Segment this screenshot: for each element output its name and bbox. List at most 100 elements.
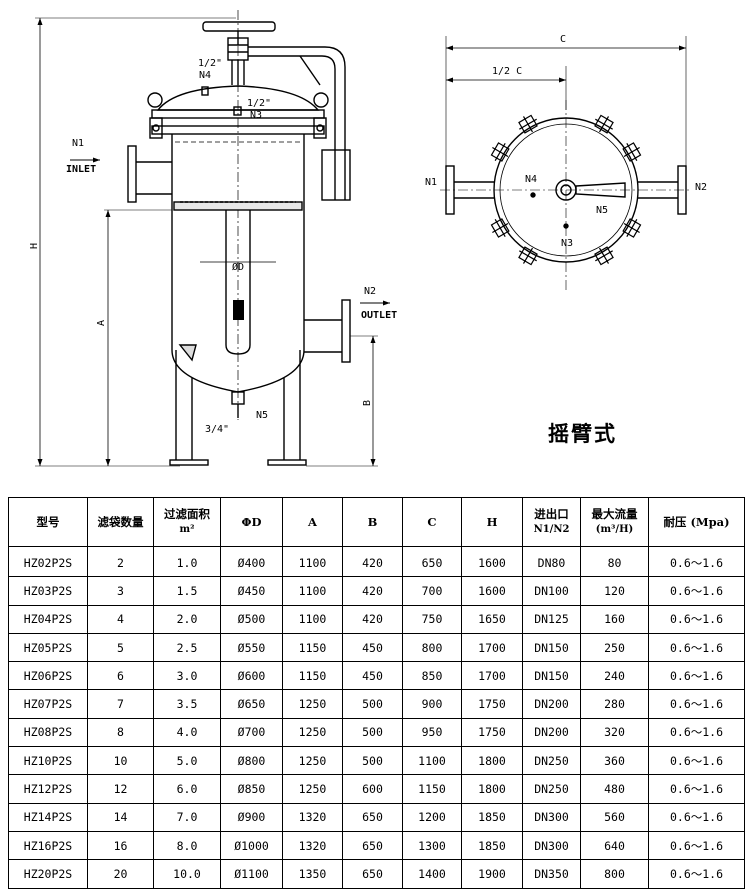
table-cell: 1600 — [461, 576, 523, 606]
table-cell: 420 — [342, 604, 403, 634]
table-cell: 1700 — [461, 661, 523, 691]
label-inlet: INLET — [66, 164, 96, 175]
table-cell: 7.0 — [153, 802, 221, 832]
table-header-cell: A — [282, 497, 343, 547]
table-cell: Ø400 — [220, 545, 283, 578]
table-cell: 0.6～1.6 — [648, 661, 745, 691]
table-cell: 1700 — [461, 632, 523, 663]
table-cell: 500 — [342, 689, 403, 719]
table-cell: 0.6～1.6 — [648, 774, 745, 804]
table-cell: 1750 — [461, 689, 523, 719]
clamp-bolt-icon — [490, 218, 510, 238]
table-cell: Ø450 — [220, 576, 283, 606]
table-header-cell: C — [402, 497, 462, 547]
table-cell: 10 — [87, 746, 154, 776]
technical-drawing: N1 INLET N2 OUTLET 1/2" N4 1/2" N3 ØD N5… — [29, 10, 707, 467]
table-cell: 1850 — [461, 830, 523, 861]
table-cell: 120 — [580, 576, 649, 606]
table-cell: 1800 — [461, 774, 523, 804]
table-cell: 1300 — [402, 830, 462, 861]
table-cell: HZ12P2S — [8, 774, 88, 804]
lid-clamps — [490, 114, 642, 266]
table-cell: DN250 — [522, 746, 581, 776]
table-cell: DN100 — [522, 576, 581, 606]
table-cell: 1.5 — [153, 576, 221, 606]
table-cell: 0.6～1.6 — [648, 802, 745, 832]
table-cell: 6.0 — [153, 774, 221, 804]
table-cell: 950 — [402, 717, 462, 748]
table-cell: 850 — [402, 661, 462, 691]
label-half-inch-n4: 1/2" — [198, 58, 222, 69]
table-cell: 320 — [580, 717, 649, 748]
clamp-bolt-icon — [594, 246, 614, 266]
swing-arm — [231, 46, 351, 201]
table-cell: DN200 — [522, 689, 581, 719]
table-cell: DN250 — [522, 774, 581, 804]
label-n3: N3 — [250, 110, 262, 121]
top-label-n4: N4 — [525, 174, 537, 185]
label-n5: N5 — [256, 410, 268, 421]
table-cell: Ø500 — [220, 604, 283, 634]
table-cell: 2.5 — [153, 632, 221, 663]
front-view-drawing — [35, 10, 390, 467]
table-cell: 250 — [580, 632, 649, 663]
table-cell: Ø700 — [220, 717, 283, 748]
clamp-bolt-icon — [490, 142, 510, 162]
table-cell: 12 — [87, 774, 154, 804]
top-label-n2: N2 — [695, 182, 707, 193]
table-cell: 1100 — [282, 604, 343, 634]
table-cell: 160 — [580, 604, 649, 634]
table-cell: 0.6～1.6 — [648, 689, 745, 719]
table-cell: 500 — [342, 746, 403, 776]
table-cell: HZ08P2S — [8, 717, 88, 748]
top-label-n5: N5 — [596, 205, 608, 216]
table-cell: 0.6～1.6 — [648, 746, 745, 776]
handwheel-icon — [202, 21, 276, 61]
table-cell: 3 — [87, 576, 154, 606]
support-legs — [169, 344, 307, 466]
table-cell: HZ02P2S — [8, 545, 88, 578]
table-cell: 1320 — [282, 802, 343, 832]
table-cell: 14 — [87, 802, 154, 832]
table-cell: DN150 — [522, 661, 581, 691]
table-cell: DN80 — [522, 545, 581, 578]
table-cell: DN150 — [522, 632, 581, 663]
table-cell: 240 — [580, 661, 649, 691]
table-header-cell: ΦD — [220, 497, 283, 547]
table-cell: HZ06P2S — [8, 661, 88, 691]
table-cell: 2 — [87, 545, 154, 578]
table-cell: 0.6～1.6 — [648, 632, 745, 663]
table-header-cell: H — [461, 497, 523, 547]
table-header-cell: 型号 — [8, 497, 88, 547]
table-cell: 650 — [342, 802, 403, 832]
table-cell: 0.6～1.6 — [648, 576, 745, 606]
table-cell: 0.6～1.6 — [648, 604, 745, 634]
table-cell: 1100 — [282, 576, 343, 606]
table-cell: 3.5 — [153, 689, 221, 719]
dim-label-a: A — [96, 320, 107, 326]
table-cell: Ø550 — [220, 632, 283, 663]
table-cell: 480 — [580, 774, 649, 804]
table-cell: 650 — [402, 545, 462, 578]
table-cell: Ø900 — [220, 802, 283, 832]
lifting-eye-right-icon — [313, 92, 329, 139]
table-cell: 5.0 — [153, 746, 221, 776]
table-cell: 450 — [342, 661, 403, 691]
label-n1: N1 — [72, 138, 84, 149]
lifting-eye-left-icon — [147, 92, 163, 139]
table-cell: 3.0 — [153, 661, 221, 691]
table-cell: 1850 — [461, 802, 523, 832]
table-cell: 2.0 — [153, 604, 221, 634]
table-cell: HZ10P2S — [8, 746, 88, 776]
clamp-bolt-icon — [622, 218, 642, 238]
table-header-cell: 耐压 (Mpa) — [648, 497, 745, 547]
table-cell: 8.0 — [153, 830, 221, 861]
